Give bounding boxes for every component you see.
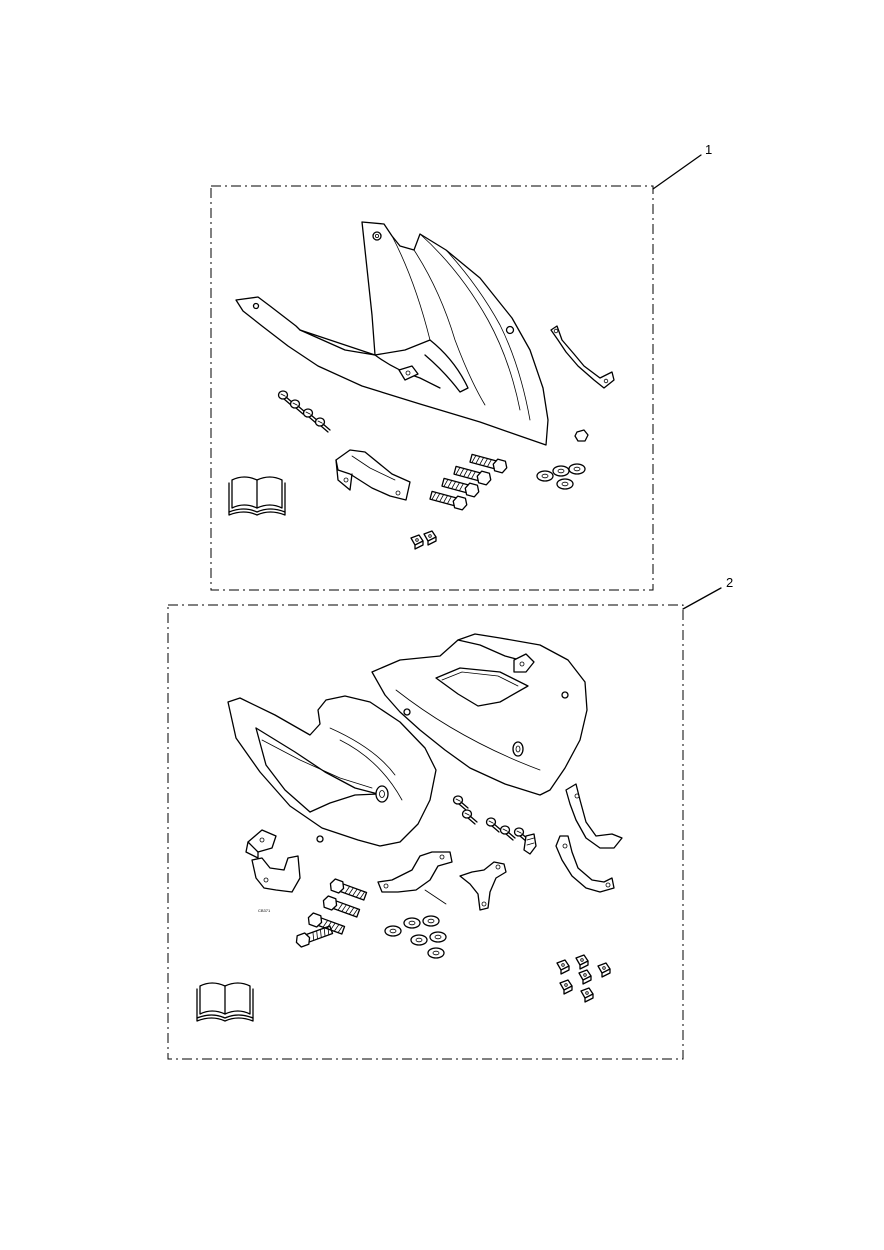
bolts-kit-1	[428, 451, 509, 512]
bracket-t	[459, 861, 507, 911]
bracket-left-upper	[245, 829, 277, 859]
bolts-kit-2	[293, 877, 368, 949]
small-screw-stack	[523, 833, 537, 855]
washers-kit-1	[536, 463, 586, 490]
reference-code: CB371	[258, 908, 271, 913]
callout-1-leader	[652, 154, 702, 190]
side-panel-left	[227, 695, 437, 847]
mudguard-mount-bracket	[335, 449, 411, 501]
callout-2-leader	[682, 587, 722, 610]
clips-kit-2	[556, 954, 611, 1003]
clips-kit-1	[410, 530, 437, 550]
bracket-right-large	[555, 783, 623, 893]
bracket-right-small	[550, 325, 615, 389]
side-panel-right	[371, 633, 588, 796]
manual-book-icon	[196, 982, 254, 1022]
callout-2-label: 2	[726, 575, 733, 590]
washers-kit-2	[384, 915, 447, 959]
screws-kit-1	[277, 390, 331, 433]
screws-kit-2	[452, 795, 530, 843]
callout-1-label: 1	[705, 142, 712, 157]
bracket-left-lower	[251, 855, 301, 893]
front-mudguard	[235, 221, 549, 446]
nut	[574, 429, 589, 442]
bracket-center	[377, 851, 453, 905]
kit-1-frame	[210, 185, 654, 591]
kit-2-frame	[167, 604, 684, 1060]
kit-2-group: 2	[167, 575, 733, 1060]
kit-1-group: 1	[210, 142, 712, 591]
manual-book-icon	[228, 476, 286, 516]
